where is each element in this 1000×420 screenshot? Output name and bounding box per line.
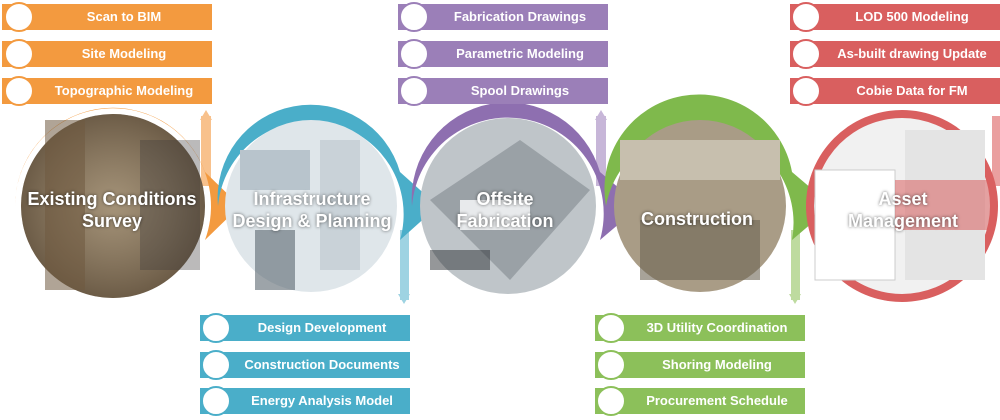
connector-green [791, 230, 800, 300]
stage-title-existing-conditions: Existing Conditions Survey [22, 188, 202, 232]
connector-green-arrow [789, 294, 801, 304]
bullet-circle [399, 76, 429, 106]
label-text: As-built drawing Update [837, 46, 987, 61]
connector-red [992, 116, 1000, 186]
label-construction-documents: Construction Documents [200, 352, 410, 378]
label-topographic-modeling: Topographic Modeling [2, 78, 212, 104]
bullet-circle [4, 2, 34, 32]
bullet-circle [4, 39, 34, 69]
stage-title-line2: Design & Planning [232, 211, 392, 231]
stage-title-line1: Asset [878, 189, 928, 209]
label-scan-to-bim: Scan to BIM [2, 4, 212, 30]
stage-title-line1: Offsite [476, 189, 534, 209]
connector-teal-arrow [398, 294, 410, 304]
stage-infrastructure [217, 104, 438, 292]
connector-teal [400, 230, 409, 300]
label-site-modeling: Site Modeling [2, 41, 212, 67]
label-shoring-modeling: Shoring Modeling [595, 352, 805, 378]
label-text: Scan to BIM [86, 9, 162, 24]
label-design-development: Design Development [200, 315, 410, 341]
stage-construction [604, 94, 832, 292]
bullet-circle [791, 2, 821, 32]
stage-title-construction: Construction [612, 208, 782, 230]
label-text: Energy Analysis Model [251, 393, 393, 408]
bullet-circle [201, 386, 231, 416]
label-3d-utility-coordination: 3D Utility Coordination [595, 315, 805, 341]
label-text: Shoring Modeling [662, 357, 772, 372]
stage-title-line1: Existing Conditions [27, 189, 197, 209]
bullet-circle [4, 76, 34, 106]
connector-orange-arrow [200, 110, 212, 120]
bullet-circle [791, 39, 821, 69]
label-text: Parametric Modeling [456, 46, 584, 61]
label-parametric-modeling: Parametric Modeling [398, 41, 608, 67]
bullet-circle [399, 39, 429, 69]
stage-existing-conditions [14, 107, 241, 298]
label-cobie-data-for-fm: Cobie Data for FM [790, 78, 1000, 104]
label-text: Procurement Schedule [646, 393, 788, 408]
stage-title-infrastructure: Infrastructure Design & Planning [222, 188, 402, 232]
stage-title-offsite-fabrication: Offsite Fabrication [420, 188, 590, 232]
label-text: Cobie Data for FM [856, 83, 968, 98]
stage-title-line2: Survey [81, 211, 143, 231]
label-text: 3D Utility Coordination [646, 320, 788, 335]
bullet-circle [201, 350, 231, 380]
stage-asset-management [806, 110, 998, 302]
bullet-circle [596, 386, 626, 416]
bullet-circle [596, 313, 626, 343]
label-lod-500-modeling: LOD 500 Modeling [790, 4, 1000, 30]
label-text: Topographic Modeling [54, 83, 194, 98]
label-spool-drawings: Spool Drawings [398, 78, 608, 104]
label-text: Construction Documents [244, 357, 400, 372]
label-text: LOD 500 Modeling [855, 9, 969, 24]
label-text: Fabrication Drawings [453, 9, 587, 24]
connector-orange [201, 116, 211, 186]
connector-purple-arrow [595, 110, 607, 120]
label-text: Design Development [257, 320, 387, 335]
label-as-built-drawing-update: As-built drawing Update [790, 41, 1000, 67]
stage-offsite-fabrication [411, 102, 640, 294]
bullet-circle [201, 313, 231, 343]
label-text: Spool Drawings [470, 83, 570, 98]
connector-purple [596, 116, 606, 186]
label-fabrication-drawings: Fabrication Drawings [398, 4, 608, 30]
stage-title-line2: Fabrication [456, 211, 554, 231]
stage-title-line1: Construction [641, 209, 753, 229]
stage-title-line2: Management [847, 211, 959, 231]
stage-title-line1: Infrastructure [253, 189, 371, 209]
label-procurement-schedule: Procurement Schedule [595, 388, 805, 414]
stage-title-asset-management: Asset Management [818, 188, 988, 232]
label-text: Site Modeling [81, 46, 167, 61]
bullet-circle [791, 76, 821, 106]
bullet-circle [399, 2, 429, 32]
label-energy-analysis-model: Energy Analysis Model [200, 388, 410, 414]
bullet-circle [596, 350, 626, 380]
